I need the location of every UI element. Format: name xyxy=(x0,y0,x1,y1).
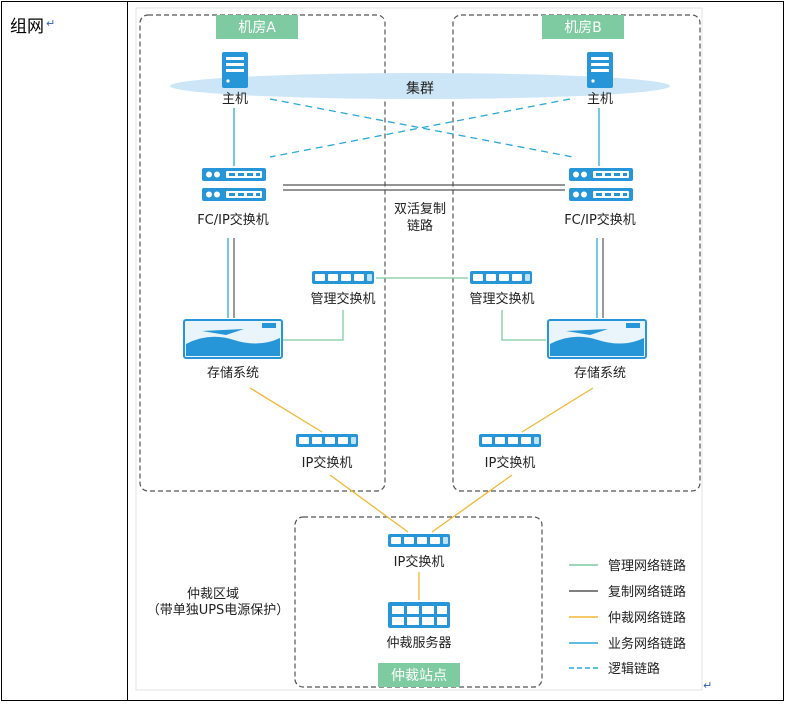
quorum-link xyxy=(329,474,409,533)
quorum-link xyxy=(521,387,594,433)
cluster-label: 集群 xyxy=(406,80,434,97)
host-b-label: 主机 xyxy=(587,92,613,107)
room-a-tag xyxy=(216,15,298,39)
mgmt-switch-b-icon xyxy=(470,271,532,284)
storage-b-icon xyxy=(547,319,647,359)
fc-switch-a-label: FC/IP交换机 xyxy=(197,212,269,228)
legend-label: 管理网络链路 xyxy=(608,558,686,574)
cluster-ellipse xyxy=(170,73,670,99)
room-b-label: 机房B xyxy=(564,20,602,36)
quorum-site-box xyxy=(294,516,543,688)
fc-switch-b-icon xyxy=(569,168,633,181)
ip-switch-quorum-icon xyxy=(388,534,450,547)
quorum-zone-label: 仲裁区域 xyxy=(187,586,239,602)
host-b-icon xyxy=(587,52,613,88)
storage-a-label: 存储系统 xyxy=(207,366,259,381)
legend-label: 逻辑链路 xyxy=(608,661,660,677)
host-a-label: 主机 xyxy=(222,92,248,107)
storage-a-icon xyxy=(183,319,283,359)
ip-switch-b-icon xyxy=(479,434,541,447)
room-b-tag xyxy=(542,15,624,39)
legend-label: 仲裁网络链路 xyxy=(608,610,686,626)
replication-link-label: 链路 xyxy=(407,218,433,234)
mgmt-switch-a-label: 管理交换机 xyxy=(310,291,375,307)
mgmt-switch-b-label: 管理交换机 xyxy=(469,291,534,307)
quorum-server-icon xyxy=(388,602,450,628)
legend-label: 复制网络链路 xyxy=(608,584,686,600)
mgmt-switch-a-icon xyxy=(312,271,374,284)
logical-link xyxy=(269,98,571,158)
diagram-image-border xyxy=(135,7,703,691)
quorum-zone-note: （带单独UPS电源保护） xyxy=(147,603,290,618)
legend-label: 业务网络链路 xyxy=(608,636,686,652)
fc-switch-a-icon xyxy=(202,188,266,201)
host-a-icon xyxy=(222,52,248,88)
paragraph-mark: ↵ xyxy=(703,679,713,692)
room-a-label: 机房A xyxy=(238,20,276,36)
quorum-server-label: 仲裁服务器 xyxy=(386,635,451,651)
paragraph-mark: ↵ xyxy=(46,17,56,30)
fc-switch-b-icon xyxy=(569,188,633,201)
logical-link xyxy=(269,98,574,158)
fc-switch-b-label: FC/IP交换机 xyxy=(564,212,636,228)
management-link xyxy=(282,310,344,341)
management-link xyxy=(501,310,546,341)
quorum-site-tag xyxy=(378,663,460,687)
quorum-link xyxy=(249,387,323,433)
quorum-site-label: 仲裁站点 xyxy=(391,668,447,684)
ip-switch-b-label: IP交换机 xyxy=(485,455,536,471)
replication-link-label: 双活复制 xyxy=(394,202,446,217)
ip-switch-quorum-label: IP交换机 xyxy=(394,554,445,570)
ip-switch-a-icon xyxy=(296,434,358,447)
table-column-divider xyxy=(127,1,128,701)
legend: 管理网络链路 复制网络链路 仲裁网络链路 业务网络链路 逻辑链路 xyxy=(569,558,686,677)
ip-switch-a-label: IP交换机 xyxy=(302,455,353,471)
quorum-link xyxy=(431,474,513,533)
row-label: 组网 xyxy=(10,17,44,37)
fc-switch-a-icon xyxy=(202,168,266,181)
storage-b-label: 存储系统 xyxy=(574,366,626,381)
